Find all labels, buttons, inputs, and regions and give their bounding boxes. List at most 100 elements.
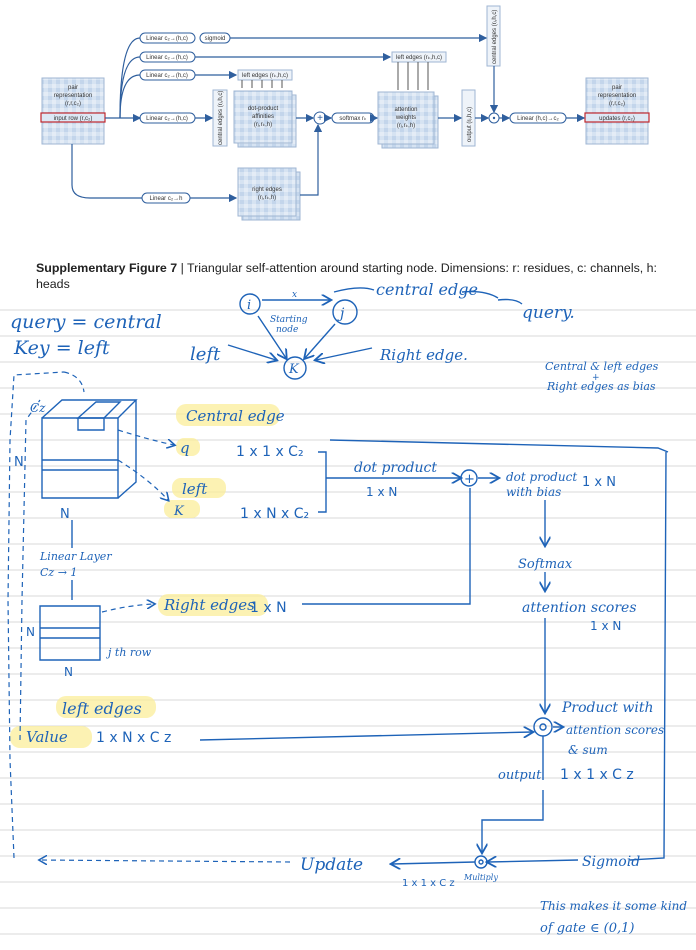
right-edge-note: Right edge. [379, 346, 468, 364]
linear-boxes: Linear c₂→(h,c) sigmoid Linear c₂→(h,c) … [139, 32, 231, 204]
caption-sep: | [177, 261, 188, 275]
linear-q-label: Linear c₂→(h,c) [146, 116, 188, 122]
node-k-label: K [288, 362, 300, 377]
central-edge-hl: Central edge [186, 407, 285, 425]
figure-arrows [71, 33, 586, 203]
n-bottom-label: N [60, 507, 70, 522]
linear-layer-2: Cz → 1 [40, 566, 77, 579]
update-note: Update [300, 855, 363, 875]
dot-product-note: dot product [354, 460, 437, 476]
key-left-note: Key = left [13, 337, 110, 359]
dot-bias-1: dot product [506, 470, 577, 484]
ruled-lines [0, 309, 696, 935]
dot-product-line3: (rⱼ,rₖ,h) [254, 122, 272, 128]
output-note: output [498, 768, 542, 783]
right-edges-line1: right edges [252, 187, 282, 193]
q-dim: 1 x 1 x C₂ [236, 444, 304, 460]
left-edges-block: left edges (rₖ,h,c) [237, 69, 293, 88]
attention-line3: (rⱼ,rₖ,h) [397, 123, 415, 129]
dot-product-line1: dot-product [248, 106, 279, 112]
caption-text: Triangular self-attention around startin… [36, 261, 657, 291]
pair-rep-out-line3: (r,r,c₂) [609, 101, 625, 107]
pair-rep-output-block: pair representation (r,r,c₂) updates (r,… [584, 77, 650, 145]
left-edges-hl: left edges [62, 699, 142, 718]
central-left-edges-3: Right edges as bias [546, 380, 656, 393]
attn-dim: 1 x N [590, 619, 621, 633]
sigmoid-note: Sigmoid [582, 854, 640, 870]
attention-line1: attention [394, 107, 417, 113]
attention-scores-note: attention scores [522, 600, 637, 616]
linear-left-label: Linear c₂→(h,c) [146, 73, 188, 79]
handwritten-notes: i j K x Starting node central edge query… [7, 280, 687, 936]
n-small-left: N [26, 625, 35, 639]
value-label: Value [26, 728, 68, 746]
multiply-label: Multiply [463, 873, 498, 882]
pair-rep-out-line1: pair [612, 85, 622, 91]
linear-central-label: Linear c₂→(h,c) [146, 55, 188, 61]
node-i [239, 293, 261, 315]
central-edges-block: central edges (rⱼ,h,c) [212, 89, 228, 147]
left-note: left [190, 344, 221, 365]
starting-node-1: Starting [270, 315, 308, 325]
linear-sigmoid-label: Linear c₂→(h,c) [146, 36, 188, 42]
central-edges-top-block: central edges (rⱼ,h,c) [486, 5, 501, 67]
jth-row: j th row [105, 646, 152, 659]
value-dim: 1 x N x C z [96, 730, 171, 746]
tensor-box [41, 399, 138, 499]
softmax-label: softmax rₖ [339, 116, 367, 122]
right-edges-line2: (rⱼ,rₖ,h) [258, 195, 276, 201]
dot-product-line2: affinities [252, 114, 274, 120]
linear-out-label: Linear (h,c)→c₂ [517, 116, 559, 122]
central-left-edges-2: + [592, 373, 600, 383]
printed-figure: pair representation (r,r,c₂) input row (… [40, 5, 650, 221]
n-small-bottom: N [64, 665, 73, 679]
product-2: attention scores [566, 723, 664, 737]
query-central-note: query = central [10, 311, 162, 333]
gate-1: This makes it some kind [540, 899, 687, 913]
product-3: & sum [568, 743, 608, 757]
left-edges-label: left edges (rₖ,h,c) [242, 73, 288, 79]
pair-rep-input-block: pair representation (r,r,c₂) input row (… [40, 77, 106, 145]
mult-dim: 1 x 1 x C z [402, 878, 455, 889]
multiply-circle-note [474, 855, 488, 869]
input-row-label: input row (r,c₂) [54, 116, 93, 122]
x-label: x [292, 290, 297, 300]
product-circle-note [533, 717, 553, 737]
node-j-label: j [337, 306, 345, 322]
central-edge-note: central edge [376, 280, 478, 299]
node-i-label: i [247, 298, 251, 313]
softmax-note: Softmax [518, 557, 573, 572]
dot-dim: 1 x N [366, 485, 397, 499]
starting-node-2: node [276, 325, 298, 335]
plus-circle-note [460, 469, 478, 487]
pair-rep-in-line2: representation [54, 93, 92, 99]
q-label: q [180, 439, 190, 457]
central-edges-label: central edges (rⱼ,h,c) [218, 91, 224, 145]
cz-label: Cz [30, 401, 46, 415]
query-note: query. [522, 303, 575, 323]
left-hl: left [182, 480, 208, 498]
dot-product-block: dot-product affinities (rⱼ,rₖ,h) [233, 90, 297, 148]
plus-circle-sign: + [464, 472, 475, 487]
right-edges-hl: Right edges [163, 596, 255, 614]
central-left-edges-1: Central & left edges [545, 360, 659, 373]
attention-line2: weights [395, 115, 416, 121]
product-1: Product with [561, 700, 654, 716]
right-dim: 1 x N [250, 600, 287, 616]
updates-label: updates (r,c₂) [599, 116, 635, 122]
dot-bias-dim: 1 x N [582, 475, 616, 490]
attention-weights-block: attention weights (rⱼ,rₖ,h) left edges (… [377, 51, 447, 149]
caption-bold: Supplementary Figure 7 [36, 261, 178, 275]
n-left-label: N [14, 455, 24, 470]
dot-bias-2: with bias [506, 485, 561, 499]
left-edges-2-label: left edges (rₖ,h,c) [396, 55, 442, 61]
linear-layer-1: Linear Layer [39, 550, 112, 563]
right-edges-block: right edges (rⱼ,rₖ,h) [237, 167, 301, 221]
pair-rep-out-line2: representation [598, 93, 636, 99]
figure-caption: Supplementary Figure 7 | Triangular self… [36, 260, 660, 292]
sigmoid-label: sigmoid [205, 36, 226, 42]
node-j [332, 299, 358, 325]
output-block: output (rⱼ,h,c) [461, 89, 476, 147]
node-k [283, 356, 307, 380]
